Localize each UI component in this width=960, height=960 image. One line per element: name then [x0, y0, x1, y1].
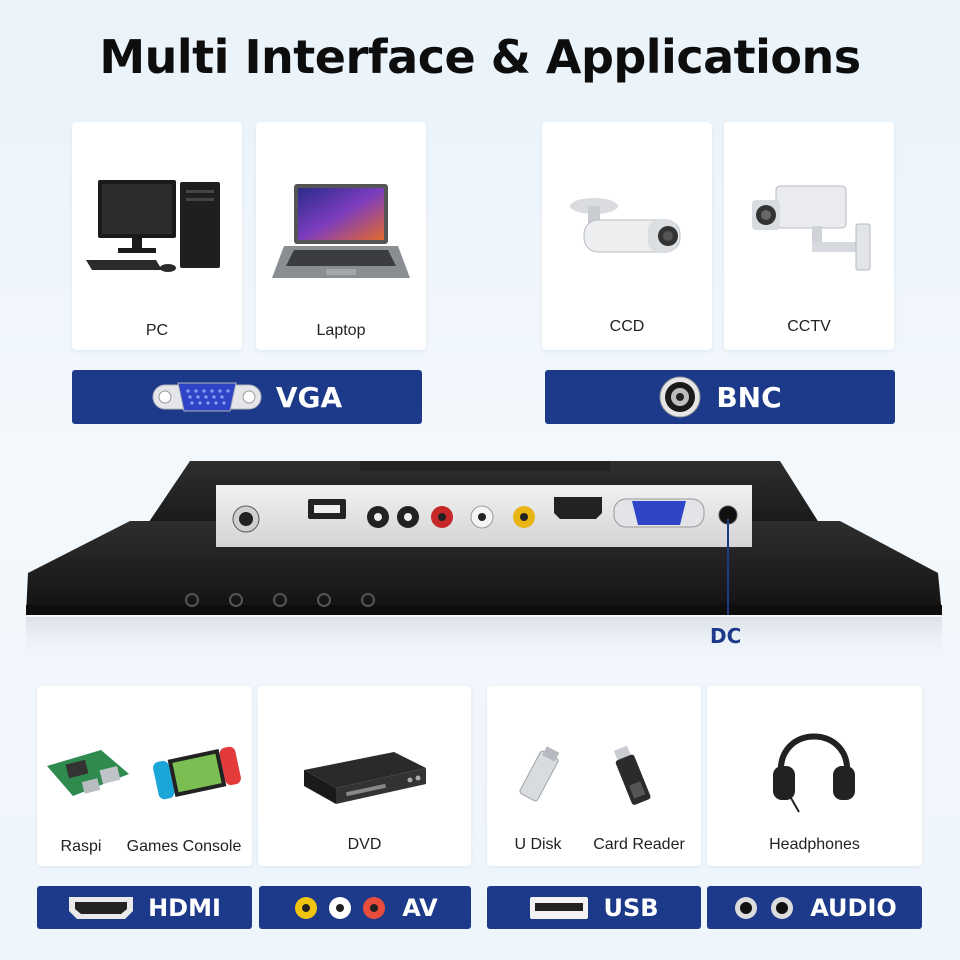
- headphones-icon: [773, 733, 855, 813]
- card-reader-icon: [613, 746, 651, 805]
- card-ccd: CCD: [542, 122, 712, 350]
- card-label-u-disk: U Disk: [514, 836, 562, 853]
- card-label-raspi: Raspi: [60, 838, 102, 855]
- vga-bar: VGA: [72, 370, 422, 424]
- page-title: Multi Interface & Applications: [99, 30, 861, 84]
- cctv-camera-icon: [752, 185, 871, 271]
- game-console-icon: [153, 746, 241, 800]
- bar-label: BNC: [716, 380, 782, 414]
- card-cctv: CCTV: [724, 122, 894, 350]
- usb-bar: USB: [487, 886, 701, 929]
- usb-port-icon: [530, 896, 589, 919]
- card-label: PC: [145, 322, 169, 339]
- card-pc: PC: [72, 122, 242, 350]
- bar-label: VGA: [275, 380, 343, 414]
- card-usb-devices: U Disk Card Reader: [487, 686, 701, 866]
- card-audio-devices: Headphones: [707, 686, 922, 866]
- ccd-camera-icon: [570, 198, 681, 253]
- bar-label: HDMI: [148, 893, 221, 922]
- audio-jacks-icon: [735, 896, 794, 919]
- card-label: DVD: [347, 836, 382, 853]
- hdmi-bar: HDMI: [37, 886, 252, 929]
- laptop-icon: [272, 184, 410, 278]
- hdmi-port-icon: [69, 896, 134, 919]
- bar-label: USB: [603, 893, 659, 922]
- vga-port-icon: [152, 382, 262, 412]
- dvd-player-icon: [304, 752, 426, 804]
- rca-jacks-icon: [295, 896, 386, 919]
- av-bar: AV: [259, 886, 471, 929]
- bnc-bar: BNC: [545, 370, 895, 424]
- card-label: Laptop: [316, 322, 366, 339]
- bar-label: AV: [402, 893, 438, 922]
- audio-bar: AUDIO: [707, 886, 922, 929]
- card-label-card-reader: Card Reader: [593, 836, 685, 853]
- raspberry-pi-icon: [47, 750, 129, 796]
- u-disk-icon: [519, 746, 560, 802]
- bnc-port-icon: [659, 376, 701, 418]
- dc-label: DC: [710, 624, 742, 648]
- card-label: CCD: [609, 318, 645, 335]
- monitor-back-panel: [26, 461, 942, 663]
- card-av-devices: DVD: [258, 686, 471, 866]
- desktop-pc-icon: [86, 180, 220, 272]
- card-label-games-console: Games Console: [126, 838, 242, 855]
- card-laptop: Laptop: [256, 122, 426, 350]
- card-hdmi-devices: Raspi Games Console: [37, 686, 252, 866]
- card-label: Headphones: [769, 836, 860, 853]
- bar-label: AUDIO: [810, 893, 897, 922]
- card-label: CCTV: [787, 318, 831, 335]
